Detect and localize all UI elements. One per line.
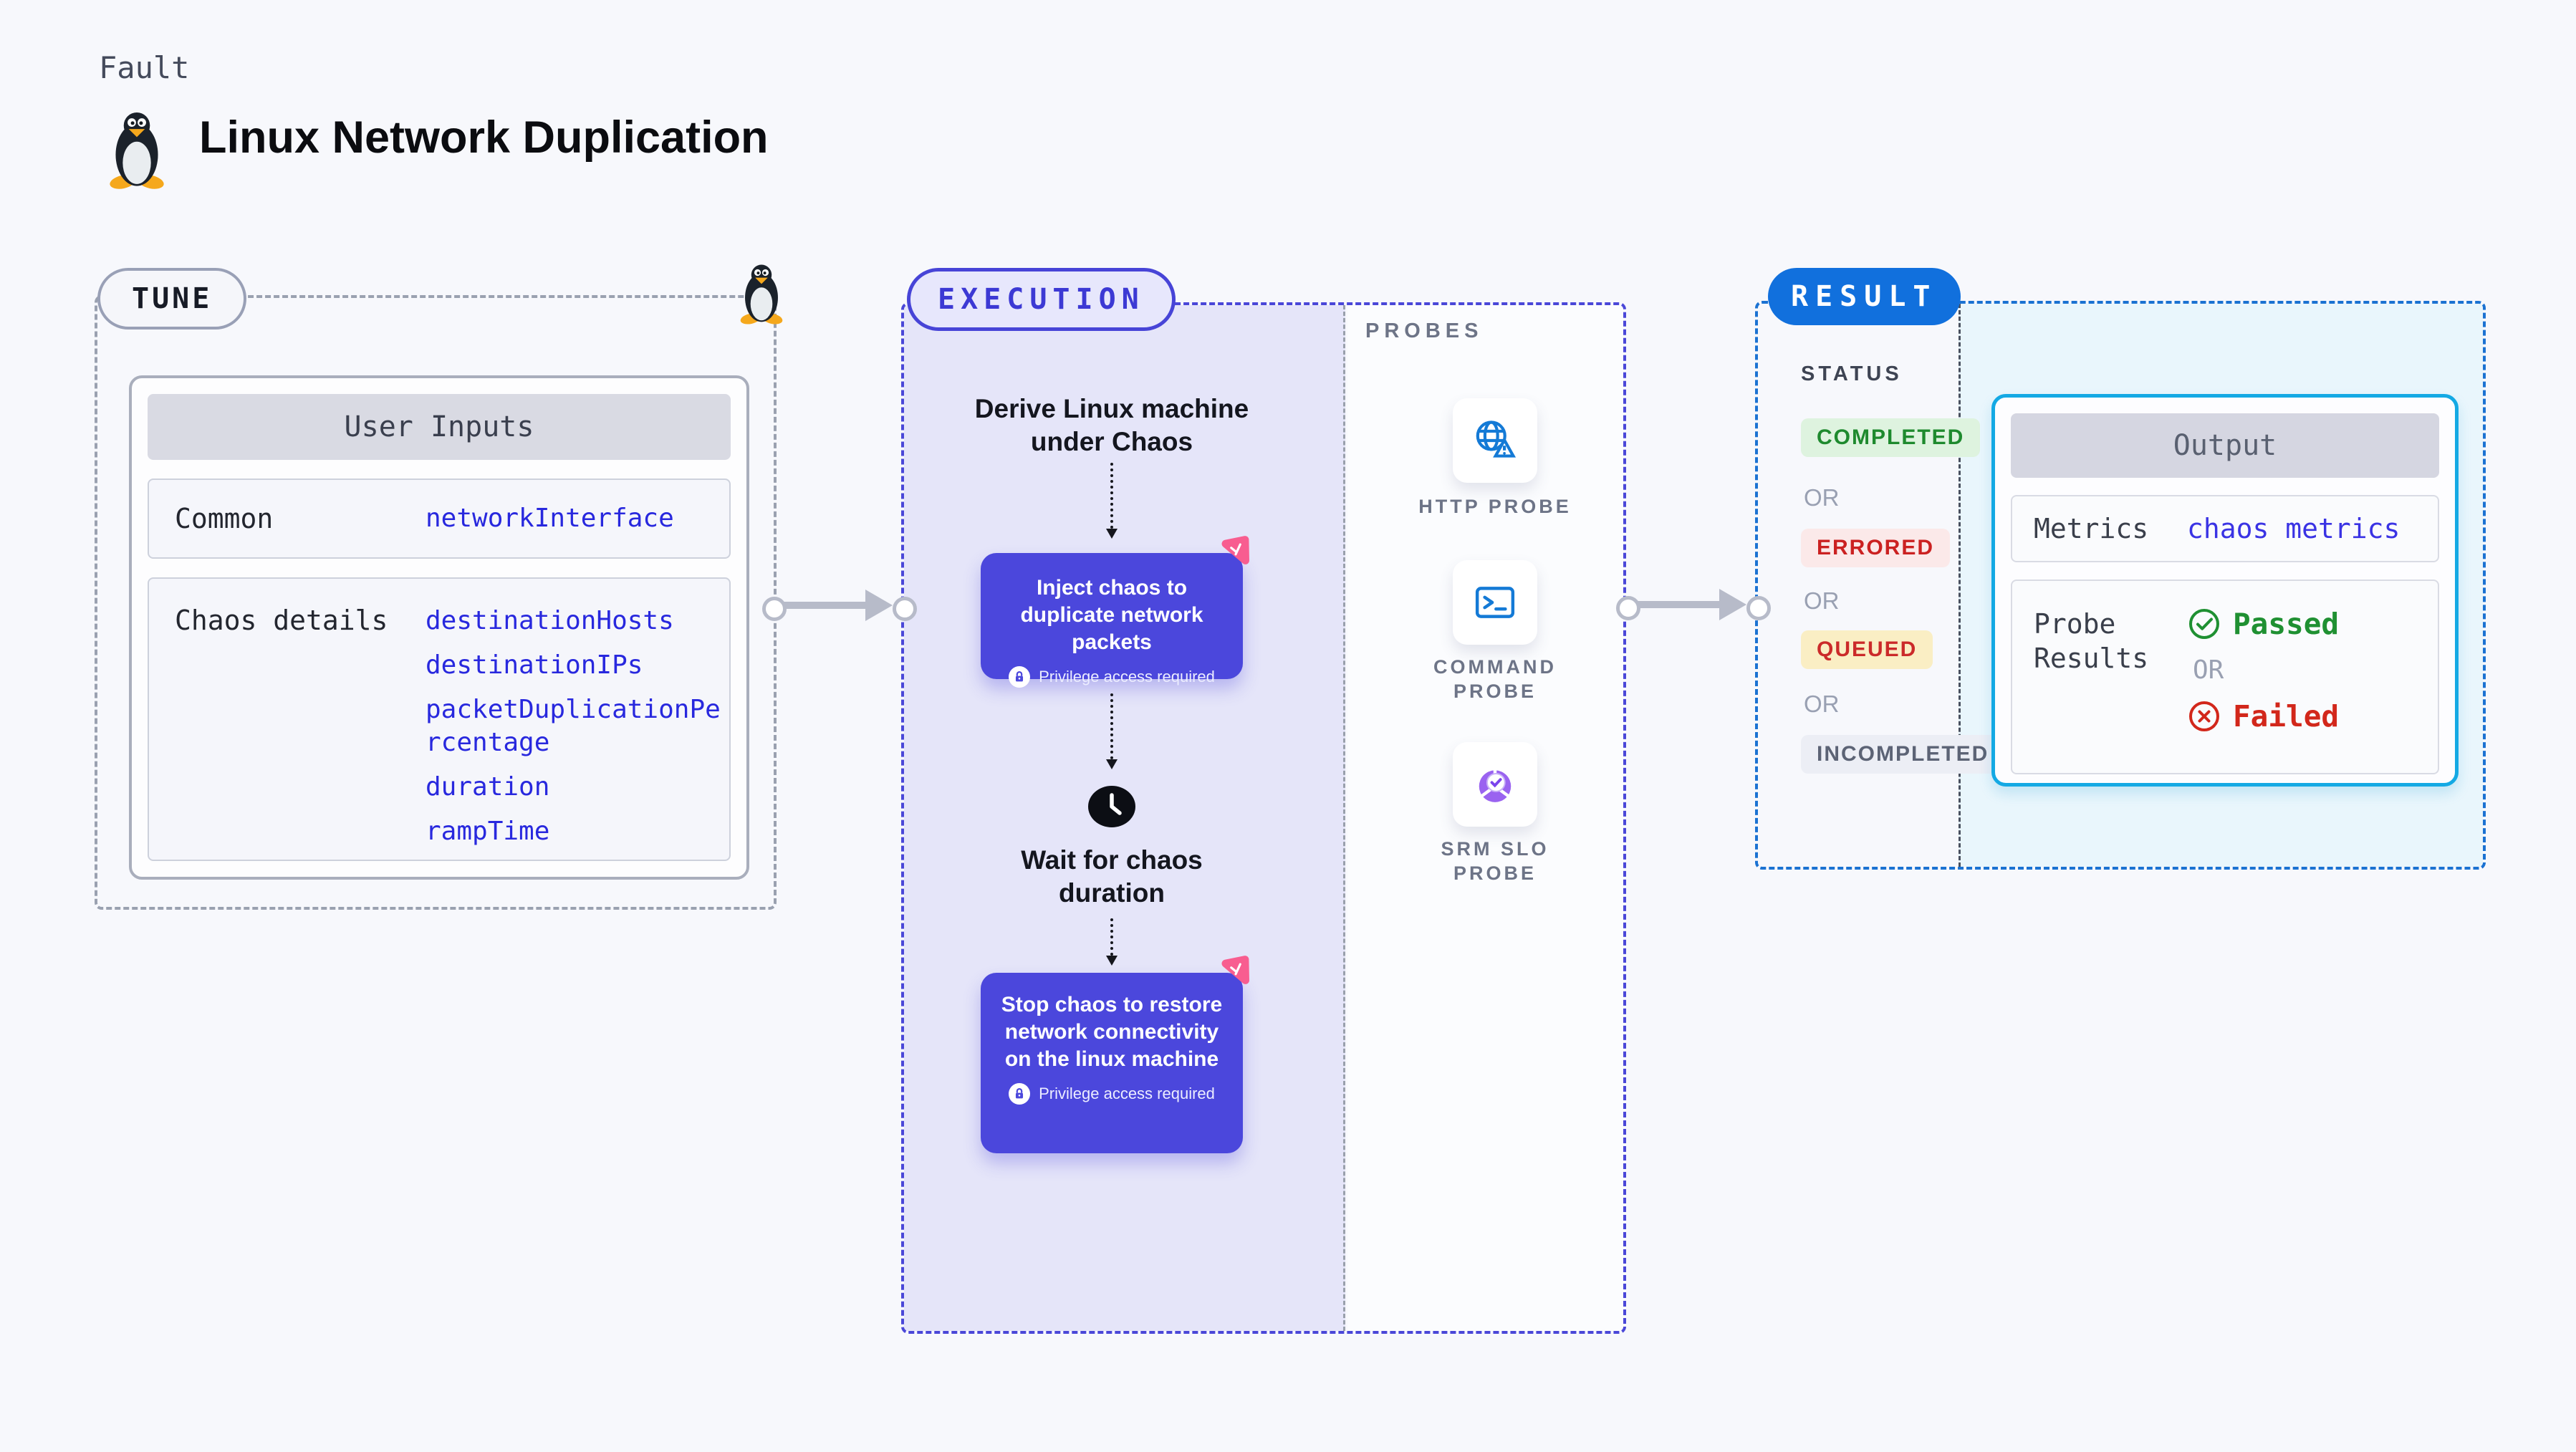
- terminal-icon: [1471, 578, 1519, 627]
- inject-chaos-step: Inject chaos to duplicate network packet…: [981, 553, 1243, 688]
- probe-card-http: [1453, 398, 1537, 483]
- chaos-logo-icon: [1217, 534, 1251, 569]
- inject-step-label: Inject chaos to duplicate network packet…: [1020, 576, 1203, 654]
- row-label: Chaos details: [175, 605, 388, 636]
- page-title: Linux Network Duplication: [199, 112, 769, 163]
- output-row-probe-results: Probe Results Passed OR Failed: [2011, 580, 2439, 774]
- stop-step-label: Stop chaos to restore network connectivi…: [1001, 993, 1223, 1071]
- tux-penguin-icon-small: [736, 262, 787, 325]
- fault-category-label: Fault: [99, 50, 190, 85]
- probe-label-http: HTTP PROBE: [1418, 496, 1572, 517]
- row-value: rampTime: [426, 817, 550, 846]
- lock-icon: [1009, 1083, 1031, 1105]
- probe-card-command: [1453, 560, 1537, 645]
- connector-node: [762, 597, 787, 621]
- failed-label: Failed: [2233, 699, 2340, 734]
- or-separator: OR: [1804, 587, 1840, 614]
- row-label: Common: [175, 503, 274, 534]
- metrics-label: Metrics: [2034, 513, 2149, 544]
- wait-step-label: Wait for chaos duration: [1021, 845, 1203, 908]
- metrics-value: chaos metrics: [2187, 513, 2400, 544]
- privilege-note-label: Privilege access required: [1039, 1085, 1215, 1102]
- derive-step-label: Derive Linux machine under Chaos: [974, 394, 1249, 456]
- probe-results-label: Probe Results: [2034, 608, 2149, 674]
- status-badge-queued: QUEUED: [1801, 630, 1933, 669]
- connector-node: [1616, 596, 1640, 620]
- pie-check-icon: [1471, 760, 1519, 809]
- check-circle-icon: [2187, 607, 2221, 641]
- tux-penguin-icon: [105, 110, 169, 189]
- row-value: packetDuplicationPercentage: [426, 695, 721, 757]
- user-inputs-header: User Inputs: [148, 394, 731, 460]
- row-value: destinationHosts: [426, 606, 674, 635]
- flow-arrow-tune-to-execution: [781, 590, 893, 621]
- probe-card-srm-slo: [1453, 742, 1537, 827]
- x-circle-icon: [2187, 699, 2221, 734]
- passed-line: Passed: [2187, 607, 2339, 641]
- failed-line: Failed: [2187, 699, 2339, 734]
- status-badge-incompleted: INCOMPLETED: [1801, 735, 2005, 774]
- row-value: destinationIPs: [426, 650, 643, 680]
- tune-badge: TUNE: [97, 268, 247, 330]
- clock-icon: [1086, 784, 1138, 830]
- flow-arrow-execution-to-result: [1635, 589, 1746, 620]
- stop-chaos-step: Stop chaos to restore network connectivi…: [981, 973, 1243, 1153]
- status-badge-errored: ERRORED: [1801, 529, 1951, 567]
- row-value: duration: [426, 772, 550, 802]
- flow-arrow-down: [1106, 693, 1118, 769]
- status-heading: STATUS: [1801, 362, 1903, 385]
- output-card: Output Metrics chaos metrics Probe Resul…: [1991, 394, 2459, 787]
- or-separator: OR: [2193, 655, 2224, 685]
- connector-node: [1746, 596, 1771, 620]
- output-header: Output: [2011, 413, 2439, 478]
- output-row-metrics: Metrics chaos metrics: [2011, 495, 2439, 562]
- execution-badge: EXECUTION: [907, 268, 1176, 331]
- status-badge-completed: COMPLETED: [1801, 418, 1981, 457]
- lock-icon: [1009, 666, 1031, 688]
- connector-node: [893, 597, 917, 621]
- user-inputs-card: User Inputs Common networkInterface Chao…: [129, 375, 749, 880]
- privilege-note: Privilege access required: [981, 666, 1243, 688]
- privilege-note: Privilege access required: [981, 1083, 1243, 1105]
- privilege-note-label: Privilege access required: [1039, 668, 1215, 686]
- table-row-common: Common networkInterface: [148, 479, 731, 559]
- probe-label-command: COMMAND PROBE: [1433, 656, 1557, 702]
- or-separator: OR: [1804, 484, 1840, 511]
- result-badge: RESULT: [1768, 268, 1961, 325]
- row-value: networkInterface: [426, 504, 674, 533]
- passed-label: Passed: [2233, 607, 2340, 641]
- chaos-logo-icon: [1217, 954, 1251, 989]
- probe-results-values: Passed OR Failed: [2187, 607, 2339, 773]
- flow-arrow-down: [1106, 463, 1118, 539]
- or-separator: OR: [1804, 691, 1840, 717]
- globe-alert-icon: [1471, 416, 1519, 465]
- probe-label-srm-slo: SRM SLO PROBE: [1441, 838, 1549, 884]
- probes-heading: PROBES: [1365, 319, 1484, 342]
- table-row-chaos-details: Chaos details destinationHosts destinati…: [148, 577, 731, 861]
- flow-arrow-down: [1106, 918, 1118, 966]
